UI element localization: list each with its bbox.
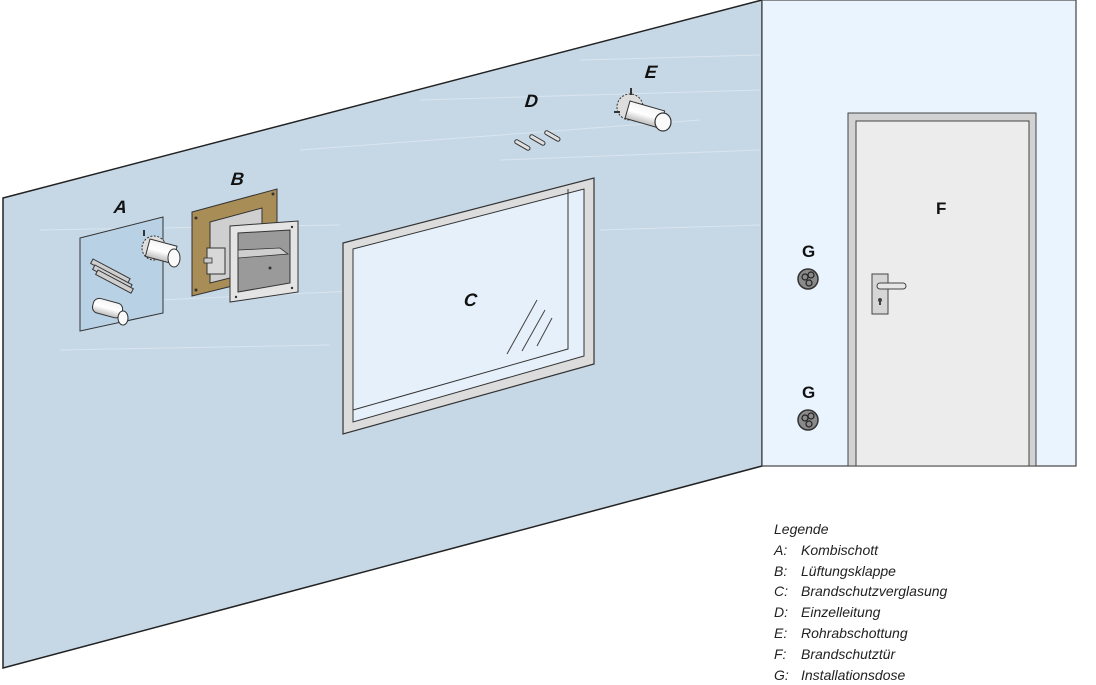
combination-seal-icon <box>79 216 181 332</box>
legend-item: B:Lüftungsklappe <box>774 562 896 579</box>
legend-item: G:Installationsdose <box>774 666 906 683</box>
fire-door-icon <box>847 112 1037 467</box>
legend-title: Legende <box>774 521 829 537</box>
label-b: B <box>229 169 246 189</box>
door-handle-plate <box>871 273 889 315</box>
legend-item: C:Brandschutzverglasung <box>774 583 948 600</box>
label-c: C <box>462 290 479 310</box>
legend-item: E:Rohrabschottung <box>774 624 908 641</box>
pipe-seal-icon <box>614 88 672 132</box>
label-g-upper: G <box>802 242 816 261</box>
label-f: F <box>936 199 947 218</box>
label-d: D <box>523 91 540 111</box>
single-lines-icon <box>514 130 561 151</box>
label-e: E <box>643 62 659 82</box>
legend: Legende A:Kombischott B:Lüftungsklappe C… <box>774 519 947 685</box>
fire-glazing-window-icon <box>342 177 595 435</box>
label-g-lower: G <box>802 383 816 402</box>
legend-item: D:Einzelleitung <box>774 604 881 621</box>
installation-box-icon <box>797 409 819 431</box>
door-handle-lever[interactable] <box>876 282 907 290</box>
installation-box-icon <box>797 268 819 290</box>
legend-item: F:Brandschutztür <box>774 645 896 662</box>
legend-item: A:Kombischott <box>774 541 879 558</box>
label-a: A <box>112 197 129 217</box>
ventilation-damper-icon <box>191 188 299 303</box>
